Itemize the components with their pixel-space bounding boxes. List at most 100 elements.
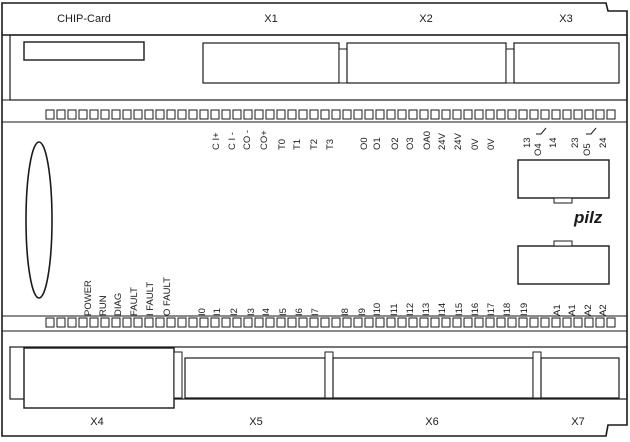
top-terminal-screw bbox=[551, 109, 561, 120]
top-terminal-screw bbox=[133, 109, 143, 120]
connector-x1-plug bbox=[202, 42, 340, 84]
bottom-terminal-label: I3 bbox=[246, 308, 257, 316]
bottom-terminal-screw bbox=[408, 317, 418, 328]
bottom-terminal-screw bbox=[452, 317, 462, 328]
top-terminal-screw bbox=[507, 109, 517, 120]
top-terminal-screw bbox=[243, 109, 253, 120]
bottom-terminal-label: I19 bbox=[519, 303, 530, 316]
connector-x7-plug bbox=[540, 357, 620, 399]
connector-x5-plug bbox=[184, 357, 326, 399]
bottom-terminal-label: I18 bbox=[502, 303, 513, 316]
top-terminal-label: C I - bbox=[227, 132, 238, 150]
bottom-terminal-screw bbox=[540, 317, 550, 328]
top-terminal-label: T1 bbox=[292, 139, 303, 150]
bottom-terminal-screw bbox=[177, 317, 187, 328]
bottom-terminal-screw bbox=[364, 317, 374, 328]
top-terminal-screw bbox=[144, 109, 154, 120]
top-terminal-label: 24V bbox=[453, 132, 464, 150]
bottom-terminal-screw bbox=[573, 317, 583, 328]
relay-label-14: 14 bbox=[548, 137, 559, 148]
bottom-terminal-label: A1 bbox=[567, 304, 578, 316]
bottom-terminal-label: I7 bbox=[310, 308, 321, 316]
bottom-terminal-screw bbox=[78, 317, 88, 328]
top-terminal-screw bbox=[452, 109, 462, 120]
top-terminal-screw bbox=[331, 109, 341, 120]
top-terminal-screw bbox=[584, 109, 594, 120]
header-x2: X2 bbox=[419, 13, 432, 25]
top-terminal-screw bbox=[342, 109, 352, 120]
bottom-terminal-screw bbox=[584, 317, 594, 328]
top-terminal-screw bbox=[441, 109, 451, 120]
bottom-terminal-label: I11 bbox=[389, 303, 400, 316]
bottom-terminal-label: I13 bbox=[421, 303, 432, 316]
led-status-label: DIAG bbox=[113, 293, 124, 316]
bottom-terminal-screw bbox=[595, 317, 605, 328]
bottom-terminal-screw bbox=[100, 317, 110, 328]
bottom-terminal-screw bbox=[111, 317, 121, 328]
top-terminal-screw bbox=[496, 109, 506, 120]
bottom-terminal-label: I9 bbox=[357, 308, 368, 316]
bottom-terminal-screw bbox=[375, 317, 385, 328]
relay-label-13: 13 bbox=[522, 137, 533, 148]
connector-x1-latch bbox=[338, 48, 348, 84]
connector-x3-plug bbox=[513, 42, 620, 84]
bottom-terminal-label: I16 bbox=[470, 303, 481, 316]
top-terminal-screw bbox=[320, 109, 330, 120]
bottom-terminal-screw bbox=[397, 317, 407, 328]
bottom-terminal-label: I15 bbox=[454, 303, 465, 316]
top-terminal-screw bbox=[89, 109, 99, 120]
bottom-terminal-screw bbox=[441, 317, 451, 328]
top-terminal-screw bbox=[287, 109, 297, 120]
bottom-terminal-label: A1 bbox=[552, 304, 563, 316]
bottom-terminal-label: I1 bbox=[212, 308, 223, 316]
bottom-inner-frame bbox=[9, 346, 628, 400]
top-terminal-label: C I+ bbox=[211, 132, 222, 150]
top-terminal-screw bbox=[111, 109, 121, 120]
bottom-terminal-screw bbox=[507, 317, 517, 328]
top-terminal-screw bbox=[199, 109, 209, 120]
bottom-terminal-screw bbox=[276, 317, 286, 328]
top-terminal-label: CO+ bbox=[259, 130, 270, 150]
bottom-terminal-screw bbox=[474, 317, 484, 328]
bottom-terminal-screw bbox=[133, 317, 143, 328]
top-terminal-screw bbox=[188, 109, 198, 120]
top-terminal-screw bbox=[67, 109, 77, 120]
top-terminal-screw bbox=[210, 109, 220, 120]
top-terminal-label: O2 bbox=[390, 137, 401, 150]
bottom-terminal-screw bbox=[342, 317, 352, 328]
oval-window bbox=[25, 141, 53, 299]
top-terminal-screw bbox=[309, 109, 319, 120]
bottom-terminal-screw bbox=[265, 317, 275, 328]
top-terminal-label: O3 bbox=[405, 137, 416, 150]
relay-label-o5: O5 bbox=[582, 143, 593, 156]
top-terminal-label: O0 bbox=[359, 137, 370, 150]
pilz-logo: pilz bbox=[573, 208, 603, 227]
bottom-terminal-screw bbox=[287, 317, 297, 328]
top-terminal-screw bbox=[408, 109, 418, 120]
bottom-terminal-screw bbox=[496, 317, 506, 328]
top-terminal-screw bbox=[529, 109, 539, 120]
bottom-terminal-label: I10 bbox=[372, 303, 383, 316]
connector-x6-plug bbox=[332, 357, 534, 399]
top-terminal-screw bbox=[177, 109, 187, 120]
top-terminal-screw bbox=[155, 109, 165, 120]
top-terminal-screw bbox=[166, 109, 176, 120]
top-terminal-screw bbox=[430, 109, 440, 120]
top-terminal-screw bbox=[221, 109, 231, 120]
bottom-terminal-screw bbox=[67, 317, 77, 328]
relay-contact-symbol-o4 bbox=[536, 127, 547, 135]
bottom-terminal-screw bbox=[199, 317, 209, 328]
top-terminal-screw bbox=[419, 109, 429, 120]
bottom-terminal-label: I12 bbox=[405, 303, 416, 316]
top-terminal-screw bbox=[540, 109, 550, 120]
top-terminal-label: CO - bbox=[242, 130, 253, 150]
top-terminal-screw bbox=[122, 109, 132, 120]
bottom-terminal-screw bbox=[45, 317, 55, 328]
top-terminal-screw bbox=[78, 109, 88, 120]
relay-block-lower bbox=[517, 245, 610, 285]
connector-x2-latch bbox=[505, 48, 515, 84]
top-terminal-screw bbox=[485, 109, 495, 120]
